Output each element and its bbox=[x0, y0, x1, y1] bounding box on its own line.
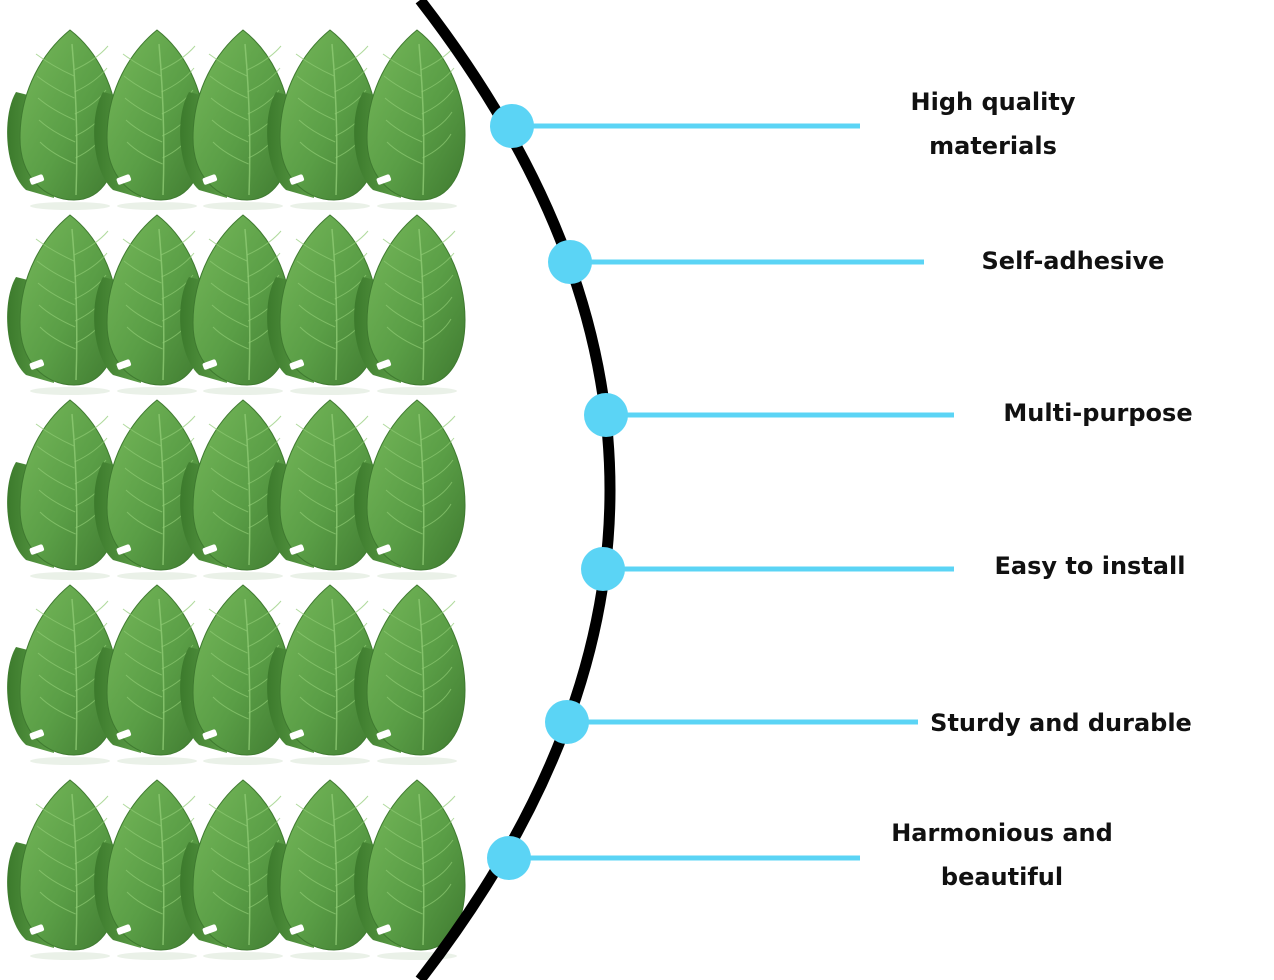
leaf-clip bbox=[94, 29, 206, 210]
leaf-clip bbox=[267, 584, 379, 765]
leaf-clip bbox=[180, 214, 292, 395]
feature-label-line: beautiful bbox=[940, 863, 1064, 891]
connector-dot bbox=[548, 240, 592, 284]
connector-dot bbox=[584, 393, 628, 437]
feature-connectors bbox=[487, 104, 954, 880]
leaf-clip bbox=[180, 584, 292, 765]
feature-label: Sturdy and durable bbox=[911, 701, 1211, 745]
leaf-clip bbox=[94, 399, 206, 580]
leaf-clip bbox=[354, 779, 466, 960]
leaf-clip bbox=[94, 214, 206, 395]
leaf-clip bbox=[267, 29, 379, 210]
connector-dot bbox=[545, 700, 589, 744]
feature-label-line: Sturdy and durable bbox=[930, 709, 1192, 737]
leaf-clip-grid bbox=[7, 29, 466, 960]
feature-label: Harmonious and beautiful bbox=[852, 811, 1152, 899]
connector-dot bbox=[581, 547, 625, 591]
leaf-clip bbox=[267, 399, 379, 580]
leaf-clip bbox=[354, 399, 466, 580]
leaf-clip bbox=[7, 214, 119, 395]
leaf-clip bbox=[267, 779, 379, 960]
feature-label-line: materials bbox=[929, 132, 1057, 160]
feature-label: Multi-purpose bbox=[948, 391, 1248, 435]
leaf-clip bbox=[267, 214, 379, 395]
leaf-clip bbox=[7, 584, 119, 765]
feature-label-line: Easy to install bbox=[994, 552, 1186, 580]
leaf-clip bbox=[180, 29, 292, 210]
leaf-clip bbox=[94, 584, 206, 765]
leaf-clip bbox=[7, 29, 119, 210]
leaf-clip bbox=[7, 399, 119, 580]
connector-dot bbox=[487, 836, 531, 880]
leaf-clip bbox=[354, 214, 466, 395]
feature-label-line: High quality bbox=[910, 88, 1076, 116]
connector-dot bbox=[490, 104, 534, 148]
feature-label: Self-adhesive bbox=[923, 239, 1223, 283]
feature-label-line: Harmonious and bbox=[891, 819, 1113, 847]
leaf-clip bbox=[354, 584, 466, 765]
leaf-clip bbox=[354, 29, 466, 210]
leaf-clip bbox=[180, 399, 292, 580]
leaf-clip bbox=[94, 779, 206, 960]
feature-label-line: Multi-purpose bbox=[1003, 399, 1193, 427]
leaf-clip bbox=[7, 779, 119, 960]
leaf-clip bbox=[180, 779, 292, 960]
feature-label: Easy to install bbox=[940, 544, 1240, 588]
feature-label-line: Self-adhesive bbox=[981, 247, 1165, 275]
feature-label: High quality materials bbox=[843, 80, 1143, 168]
